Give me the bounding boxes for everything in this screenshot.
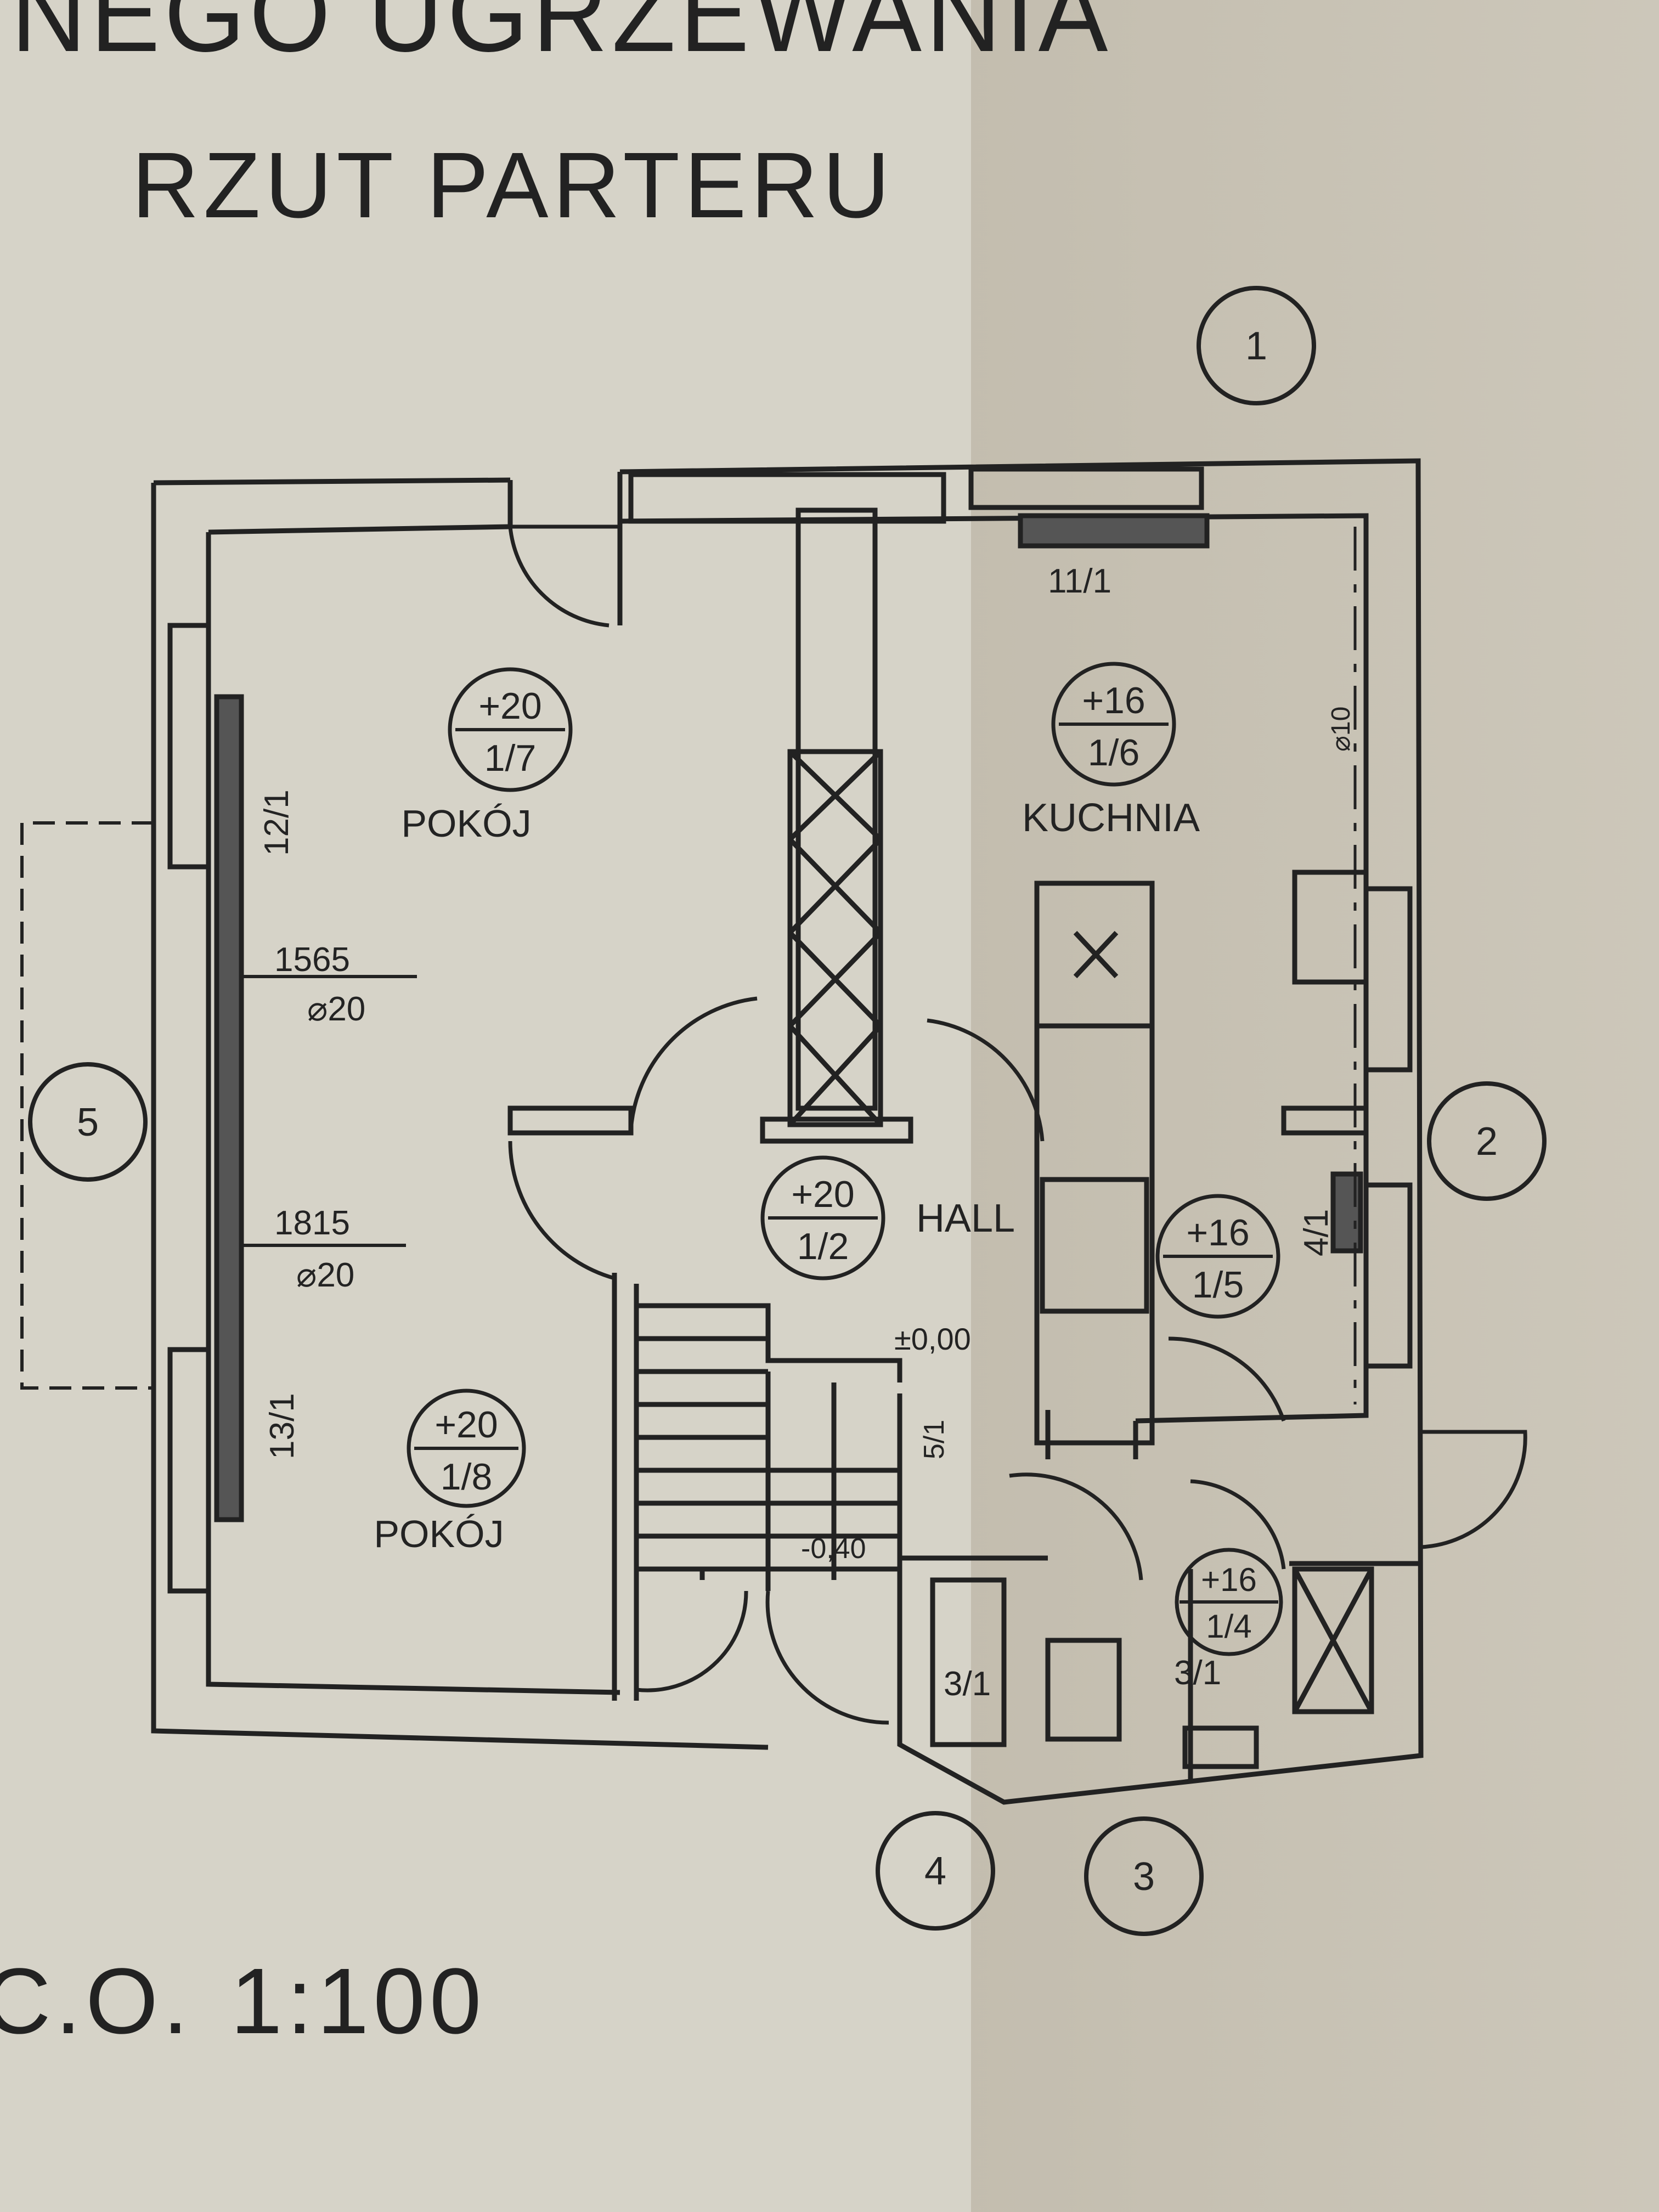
room-temp: +16 <box>1201 1561 1257 1598</box>
room-code: 1/4 <box>1206 1608 1251 1645</box>
radiator <box>1018 513 1210 549</box>
pipe-kitchen-diameter: ⌀10 <box>1327 707 1356 752</box>
radiator-label: 4/1 <box>1297 1209 1335 1256</box>
wall-cap <box>507 472 623 625</box>
stove <box>1040 1177 1149 1314</box>
wall-stub <box>507 1105 634 1136</box>
room-temp: +20 <box>478 685 541 727</box>
interior-wall <box>612 1273 1421 1783</box>
axis-marker-5 <box>28 1062 148 1182</box>
door-swing <box>1190 1479 1286 1570</box>
kitchen-counter <box>1034 881 1155 1446</box>
room-name: HALL <box>916 1197 1015 1240</box>
radiator-label: 3/1 <box>944 1665 991 1703</box>
door-swing <box>927 1018 1045 1142</box>
room-code: 1/7 <box>484 737 537 779</box>
scale-label: 1:100 <box>230 1949 486 2053</box>
room-marker <box>407 1389 526 1508</box>
bathroom-fixture <box>1182 1725 1259 1769</box>
kitchen-sink <box>1034 881 1155 1029</box>
door-swing <box>1168 1336 1286 1422</box>
drawing-subtitle: RZUT PARTERU <box>132 133 895 238</box>
axis-marker-3 <box>1084 1816 1204 1936</box>
pipe-diameter: ⌀20 <box>296 1256 354 1294</box>
pipe-length: 1565 <box>274 941 350 979</box>
room-temp: +20 <box>791 1173 854 1215</box>
door-swing <box>1009 1472 1143 1581</box>
radiator-label: 11/1 <box>1048 562 1111 600</box>
axis-marker-2 <box>1427 1081 1547 1201</box>
axis-label-1: 1 <box>1245 324 1267 368</box>
drawing-title-fragment: NEGO UGRZEWANIA <box>11 0 1113 75</box>
axis-label-3: 3 <box>1133 1855 1155 1899</box>
inner-wall-line <box>206 532 620 1695</box>
room-name: POKÓJ <box>401 802 531 845</box>
room-temp: +16 <box>1186 1212 1249 1254</box>
radiator-label: 5/1 <box>918 1420 950 1459</box>
outer-wall <box>151 483 769 1750</box>
level-marker: ±0,00 <box>894 1322 971 1356</box>
window <box>1363 886 1413 1073</box>
axis-label-5: 5 <box>77 1101 99 1144</box>
room-name: KUCHNIA <box>1022 796 1200 840</box>
window <box>628 472 946 524</box>
door-swing <box>634 1590 889 1725</box>
room-code: 1/2 <box>797 1226 849 1267</box>
chimney-base <box>760 1116 913 1144</box>
room-marker <box>448 667 573 792</box>
window <box>968 466 1204 510</box>
room-name: POKÓJ <box>374 1513 504 1555</box>
window <box>167 1347 211 1594</box>
window <box>167 623 211 870</box>
axis-marker-4 <box>876 1811 995 1931</box>
room-temp: +20 <box>435 1404 498 1446</box>
room-marker <box>1175 1548 1283 1656</box>
sink-cross <box>1073 930 1119 979</box>
system-code-label: C.O. <box>0 1949 193 2053</box>
bathroom-fixture <box>930 1577 1007 1747</box>
outer-wall <box>153 458 1424 1805</box>
window <box>1363 1182 1413 1369</box>
heating-pipe <box>241 975 417 1247</box>
wall-stub <box>1281 1105 1369 1136</box>
room-code: 1/8 <box>441 1456 493 1498</box>
chimney-shaft <box>795 507 878 1111</box>
radiator-label: 3/1 <box>1174 1654 1221 1692</box>
radiator <box>214 694 244 1522</box>
axis-label-2: 2 <box>1476 1120 1498 1164</box>
room-marker <box>760 1155 885 1280</box>
level-marker: -0,40 <box>801 1533 866 1565</box>
room-marker <box>1051 662 1176 787</box>
staircase <box>636 1303 902 1591</box>
room-code: 1/6 <box>1088 732 1140 774</box>
axis-marker-1 <box>1197 286 1316 405</box>
bathroom-fixture <box>1045 1638 1122 1742</box>
fridge <box>1292 870 1369 985</box>
room-marker-divider <box>414 723 1278 1604</box>
pipe-diameter: ⌀20 <box>307 990 365 1028</box>
chimney-flue <box>787 749 883 1127</box>
radiator-label: 13/1 <box>263 1393 301 1459</box>
ventilation-cross <box>1293 1567 1374 1713</box>
room-code: 1/5 <box>1192 1264 1244 1306</box>
room-temp: +16 <box>1082 680 1145 721</box>
door-swing <box>508 524 620 628</box>
axis-label-4: 4 <box>924 1849 946 1893</box>
door-swing <box>1420 1430 1527 1549</box>
dashed-balcony <box>20 821 154 1390</box>
room-marker <box>1155 1194 1280 1319</box>
flue-cross <box>788 749 883 1127</box>
pipe-length: 1815 <box>274 1204 350 1242</box>
ventilation-shaft <box>1292 1566 1374 1714</box>
radiator-label: 12/1 <box>258 789 296 856</box>
door-swing <box>508 996 758 1280</box>
